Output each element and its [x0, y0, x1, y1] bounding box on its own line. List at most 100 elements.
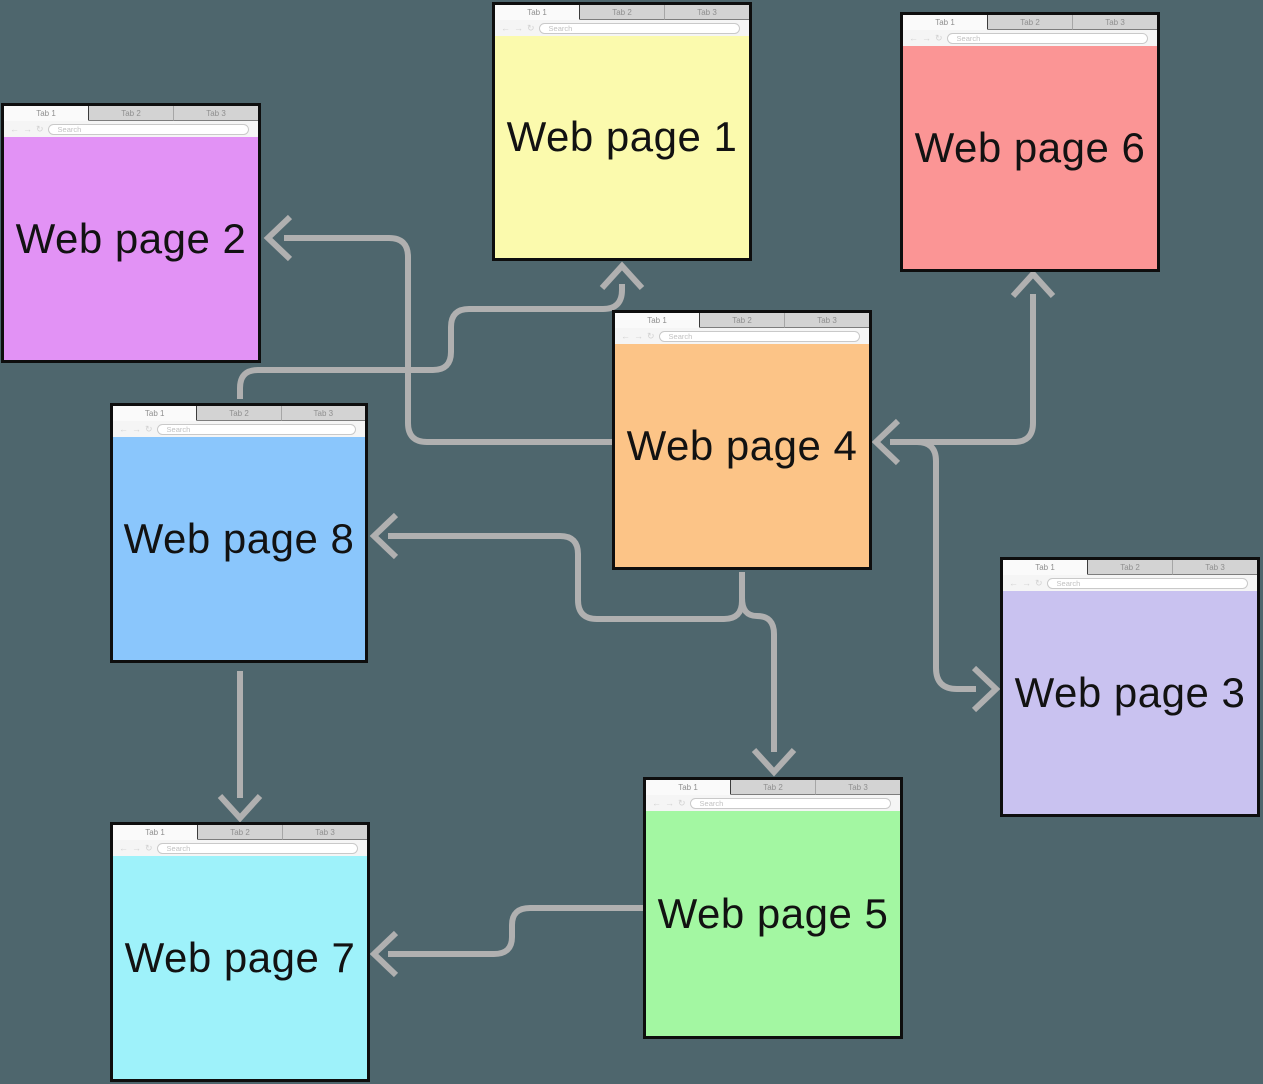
tab-2[interactable]: Tab 2 — [731, 780, 816, 795]
tab-2[interactable]: Tab 2 — [700, 313, 785, 328]
page-title: Web page 2 — [15, 214, 247, 262]
forward-icon[interactable]: → — [23, 124, 32, 134]
forward-icon[interactable]: → — [1022, 578, 1031, 588]
search-input[interactable] — [156, 842, 358, 854]
browser-window-web-page-7: Tab 1 Tab 2 Tab 3 ← → ↻ Web page 7 — [110, 822, 370, 1082]
page-content: Web page 7 — [113, 856, 367, 1079]
forward-icon[interactable]: → — [132, 843, 141, 853]
search-input[interactable] — [658, 330, 860, 342]
browser-window-web-page-6: Tab 1 Tab 2 Tab 3 ← → ↻ Web page 6 — [900, 12, 1160, 272]
refresh-icon[interactable]: ↻ — [935, 33, 943, 43]
back-icon[interactable]: ← — [119, 843, 128, 853]
browser-window-web-page-1: Tab 1 Tab 2 Tab 3 ← → ↻ Web page 1 — [492, 2, 752, 261]
tab-2[interactable]: Tab 2 — [198, 825, 283, 840]
forward-icon[interactable]: → — [514, 23, 523, 33]
tab-2[interactable]: Tab 2 — [580, 5, 665, 20]
tab-bar: Tab 1 Tab 2 Tab 3 — [113, 406, 365, 421]
back-icon[interactable]: ← — [119, 424, 128, 434]
search-input[interactable] — [538, 22, 740, 34]
tab-2[interactable]: Tab 2 — [1088, 560, 1173, 575]
nav-bar: ← → ↻ — [4, 121, 258, 137]
tab-3[interactable]: Tab 3 — [816, 780, 900, 795]
tab-1[interactable]: Tab 1 — [1003, 560, 1088, 575]
tab-bar: Tab 1 Tab 2 Tab 3 — [113, 825, 367, 840]
page-title: Web page 3 — [1014, 668, 1246, 716]
tab-1[interactable]: Tab 1 — [113, 825, 198, 840]
page-content: Web page 2 — [4, 137, 258, 360]
tab-2[interactable]: Tab 2 — [89, 106, 174, 121]
tab-2[interactable]: Tab 2 — [988, 15, 1073, 30]
search-input[interactable] — [47, 123, 249, 135]
page-title: Web page 8 — [123, 514, 355, 562]
forward-icon[interactable]: → — [922, 33, 931, 43]
tab-1[interactable]: Tab 1 — [495, 5, 580, 20]
page-content: Web page 5 — [646, 811, 900, 1036]
refresh-icon[interactable]: ↻ — [678, 798, 686, 808]
search-input[interactable] — [946, 32, 1148, 44]
nav-bar: ← → ↻ — [646, 795, 900, 811]
tab-3[interactable]: Tab 3 — [1173, 560, 1257, 575]
tab-1[interactable]: Tab 1 — [615, 313, 700, 328]
connector-page5-to-page7 — [369, 905, 645, 978]
arrowhead-up-icon — [599, 261, 645, 291]
back-icon[interactable]: ← — [652, 798, 661, 808]
search-input[interactable] — [1046, 577, 1248, 589]
search-input[interactable] — [689, 797, 891, 809]
tab-1[interactable]: Tab 1 — [646, 780, 731, 795]
nav-bar: ← → ↻ — [615, 328, 869, 344]
browser-window-web-page-8: Tab 1 Tab 2 Tab 3 ← → ↻ Web page 8 — [110, 403, 368, 663]
page-content: Web page 3 — [1003, 591, 1257, 814]
page-content: Web page 4 — [615, 344, 869, 567]
tab-3[interactable]: Tab 3 — [1073, 15, 1157, 30]
connector-page4-to-page8 — [369, 512, 745, 622]
tab-bar: Tab 1 Tab 2 Tab 3 — [1003, 560, 1257, 575]
refresh-icon[interactable]: ↻ — [36, 124, 44, 134]
connector-junction-to-page3 — [916, 439, 1001, 713]
tab-1[interactable]: Tab 1 — [113, 406, 198, 421]
refresh-icon[interactable]: ↻ — [145, 424, 153, 434]
refresh-icon[interactable]: ↻ — [1035, 578, 1043, 588]
browser-window-web-page-2: Tab 1 Tab 2 Tab 3 ← → ↻ Web page 2 — [1, 103, 261, 363]
nav-bar: ← → ↻ — [113, 840, 367, 856]
tab-1[interactable]: Tab 1 — [903, 15, 988, 30]
tab-1[interactable]: Tab 1 — [4, 106, 89, 121]
arrowhead-left-icon — [369, 930, 399, 978]
tab-3[interactable]: Tab 3 — [785, 313, 869, 328]
forward-icon[interactable]: → — [665, 798, 674, 808]
forward-icon[interactable]: → — [132, 424, 141, 434]
arrowhead-left-icon — [871, 418, 901, 466]
browser-window-web-page-4: Tab 1 Tab 2 Tab 3 ← → ↻ Web page 4 — [612, 310, 872, 570]
arrowhead-down-icon — [751, 747, 797, 777]
refresh-icon[interactable]: ↻ — [527, 23, 535, 33]
page-title: Web page 7 — [124, 933, 356, 981]
refresh-icon[interactable]: ↻ — [647, 331, 655, 341]
page-content: Web page 6 — [903, 46, 1157, 269]
back-icon[interactable]: ← — [10, 124, 19, 134]
refresh-icon[interactable]: ↻ — [145, 843, 153, 853]
tab-bar: Tab 1 Tab 2 Tab 3 — [495, 5, 749, 20]
back-icon[interactable]: ← — [621, 331, 630, 341]
search-input[interactable] — [156, 423, 356, 435]
back-icon[interactable]: ← — [501, 23, 510, 33]
arrowhead-left-icon — [369, 512, 399, 560]
forward-icon[interactable]: → — [634, 331, 643, 341]
connector-page4-to-page2 — [263, 214, 614, 445]
tab-bar: Tab 1 Tab 2 Tab 3 — [646, 780, 900, 795]
nav-bar: ← → ↻ — [113, 421, 365, 437]
tab-bar: Tab 1 Tab 2 Tab 3 — [4, 106, 258, 121]
connector-page8-to-page7 — [217, 671, 263, 823]
arrowhead-down-icon — [217, 793, 263, 823]
tab-3[interactable]: Tab 3 — [283, 825, 367, 840]
tab-3[interactable]: Tab 3 — [665, 5, 749, 20]
nav-bar: ← → ↻ — [1003, 575, 1257, 591]
tab-2[interactable]: Tab 2 — [197, 406, 282, 421]
page-title: Web page 6 — [914, 123, 1146, 171]
nav-bar: ← → ↻ — [903, 30, 1157, 46]
back-icon[interactable]: ← — [1009, 578, 1018, 588]
tab-3[interactable]: Tab 3 — [281, 406, 365, 421]
page-content: Web page 1 — [495, 36, 749, 258]
page-title: Web page 4 — [626, 421, 858, 469]
tab-3[interactable]: Tab 3 — [174, 106, 258, 121]
back-icon[interactable]: ← — [909, 33, 918, 43]
